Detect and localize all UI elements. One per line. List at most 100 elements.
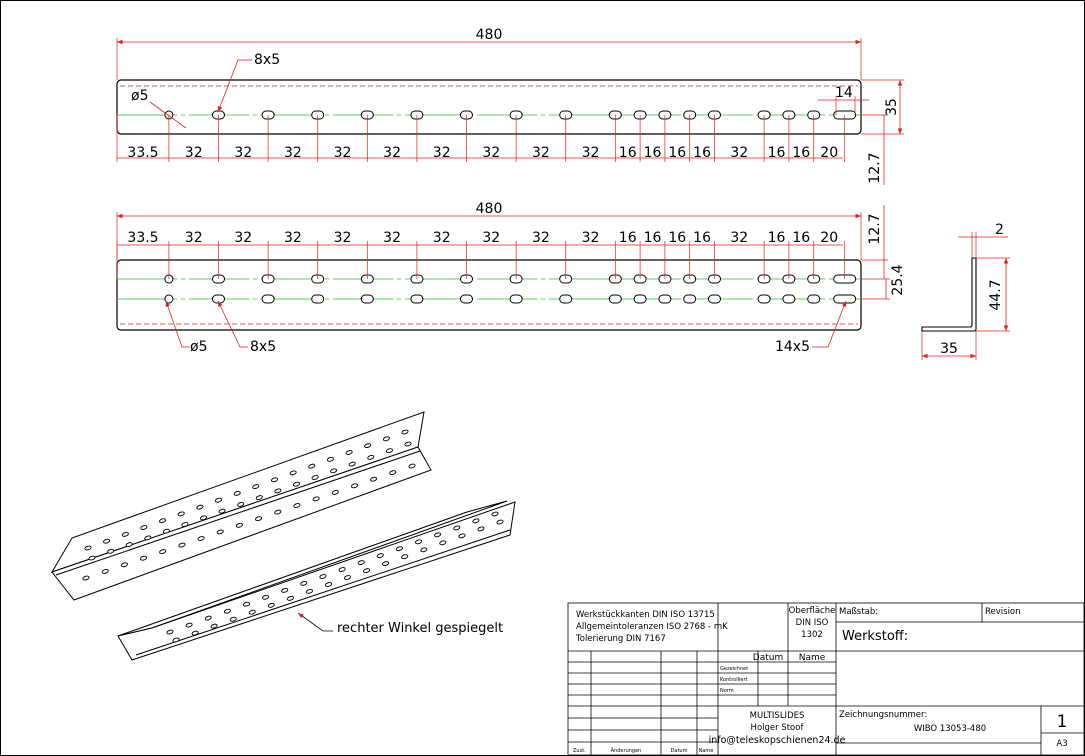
profile-thickness-label: 2 (995, 222, 1004, 238)
iso-hole (312, 496, 320, 502)
iso-hole (401, 429, 409, 435)
slot-hole (608, 294, 622, 304)
iso-hole (204, 615, 212, 621)
pitch-label: 16 (792, 230, 810, 246)
iso-hole (357, 560, 365, 566)
iso-hole (185, 622, 193, 628)
iso-hole (472, 518, 480, 524)
bottom-slot-leader (217, 300, 248, 348)
tb-foot-changes: Änderungen (611, 747, 642, 754)
tb-format: A3 (1056, 739, 1067, 749)
tb-company: MULTISLIDES (750, 711, 805, 721)
pitch-label: 32 (185, 145, 203, 161)
tb-surface-1: Oberfläche (789, 606, 836, 616)
iso-hole (389, 470, 397, 476)
iso-note: rechter Winkel gespiegelt (337, 621, 503, 636)
iso-hole (197, 536, 205, 541)
iso-hole (162, 528, 170, 534)
iso-lower-angle-bend (135, 529, 511, 656)
pitch-label: 32 (334, 230, 352, 246)
tb-drawing-no-label: Zeichnungsnummer: (839, 710, 927, 720)
iso-hole (345, 450, 353, 455)
iso-hole (210, 623, 218, 629)
pitch-label: 32 (234, 230, 252, 246)
profile-view: 2 44.7 35 (921, 222, 1010, 360)
iso-hole (229, 616, 237, 622)
pitch-label: 32 (730, 145, 748, 161)
tb-scale-label: Maßstab: (839, 607, 878, 617)
pitch-label: 32 (532, 230, 550, 246)
top-offset-label: 12.7 (867, 152, 883, 183)
slot-hole (460, 294, 473, 304)
tb-foot-datum: Datum (671, 748, 688, 754)
pitch-label: 16 (619, 145, 637, 161)
iso-hole (281, 587, 289, 593)
iso-hole (199, 515, 208, 521)
iso-hole (414, 539, 423, 545)
iso-hole (331, 489, 339, 495)
pitch-label: 32 (482, 230, 500, 246)
bottom-length-label: 480 (476, 201, 503, 217)
iso-hole (343, 575, 352, 580)
iso-hole (248, 609, 256, 615)
iso-hole (88, 555, 96, 561)
slot-hole (311, 294, 325, 304)
slot-hole (261, 294, 275, 304)
top-endslot-label: 14 (835, 85, 853, 101)
pitch-label: 32 (284, 230, 302, 246)
tb-note-1: Werkstückkanten DIN ISO 13715 (576, 610, 715, 620)
isometric-view (50, 411, 516, 661)
iso-hole (267, 602, 275, 608)
pitch-label: 20 (820, 230, 838, 246)
iso-hole (172, 637, 180, 643)
iso-hole (453, 525, 461, 531)
iso-hole (237, 501, 245, 507)
iso-hole (434, 532, 442, 538)
tb-person: Holger Stoof (751, 723, 805, 733)
pitch-label: 32 (433, 145, 451, 161)
iso-hole (144, 535, 152, 541)
iso-hole (252, 484, 260, 490)
iso-hole (292, 481, 301, 487)
tb-material-label: Werkstoff: (842, 629, 908, 644)
tb-row-drawn: Gezeichnet (720, 666, 748, 672)
bottom-endslot-leader (812, 300, 847, 348)
iso-hole (286, 595, 294, 601)
iso-hole (348, 461, 356, 467)
iso-hole (101, 568, 109, 574)
pitch-label: 32 (482, 145, 500, 161)
top-length-label: 480 (476, 27, 503, 43)
pitch-label: 32 (234, 145, 252, 161)
pitch-label: 16 (644, 145, 662, 161)
pitch-label: 32 (334, 145, 352, 161)
pitch-label: 16 (619, 230, 637, 246)
bottom-view-outline (116, 259, 862, 331)
iso-hole (439, 540, 447, 546)
tb-surface-2: DIN ISO (796, 618, 829, 628)
pitch-label: 16 (693, 145, 711, 161)
tb-drawing-no: WIBO 13053-480 (914, 724, 986, 734)
iso-hole (255, 495, 263, 501)
pitch-label: 32 (185, 230, 203, 246)
iso-upper-angle-bend (55, 450, 421, 576)
pitch-label: 16 (792, 145, 810, 161)
slot-hole (509, 294, 523, 304)
iso-hole (82, 575, 90, 581)
iso-hole (364, 443, 372, 449)
slot-hole (658, 294, 672, 304)
bottom-slot-label: 8x5 (250, 339, 276, 355)
iso-note-leader (297, 612, 333, 632)
slot-hole (807, 294, 821, 304)
tb-email: info@teleskopschienen24.de (709, 735, 846, 746)
iso-hole (408, 463, 416, 469)
title-block-text: Werkstückkanten DIN ISO 13715 Allgemeint… (573, 606, 1068, 754)
iso-hole (255, 516, 263, 522)
iso-hole (311, 475, 319, 480)
pitch-label: 32 (582, 145, 600, 161)
iso-hole (274, 488, 282, 494)
iso-hole (382, 436, 390, 442)
iso-hole (242, 601, 251, 607)
profile-angle-shape (921, 257, 977, 332)
